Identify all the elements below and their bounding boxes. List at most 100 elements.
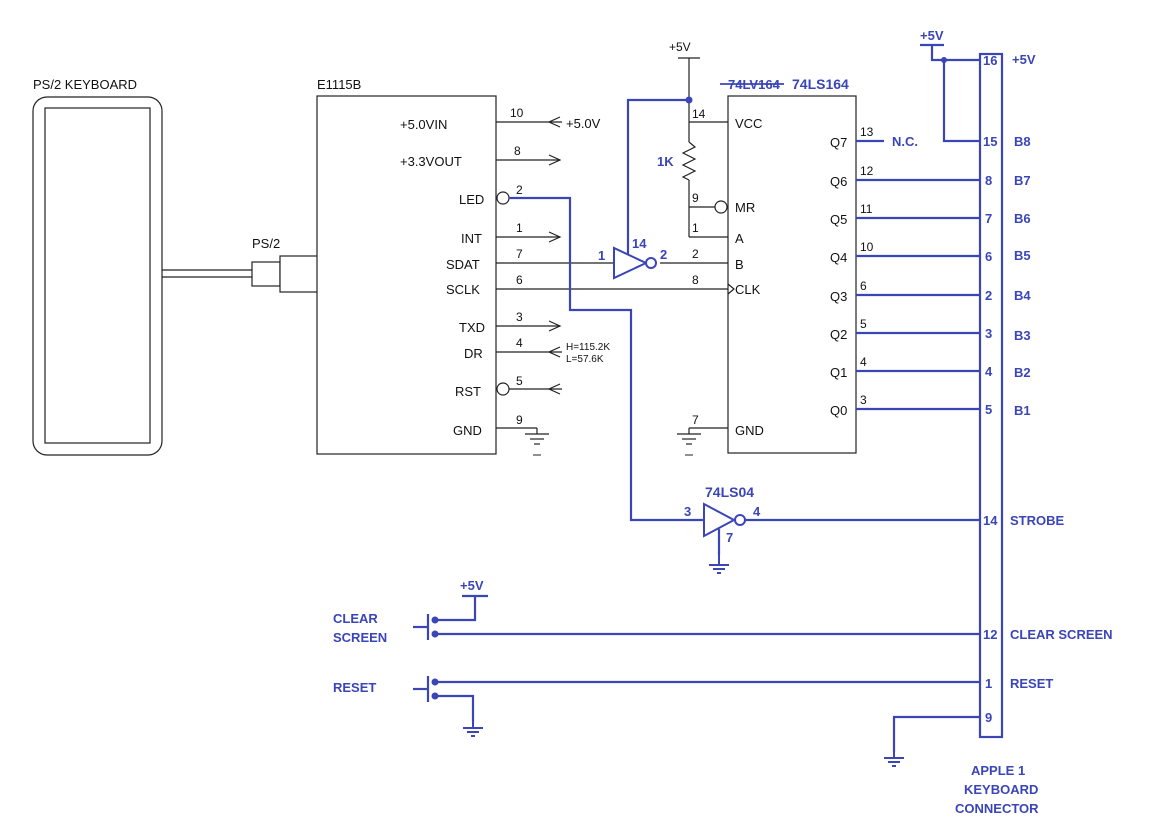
sr-pin-label: GND xyxy=(735,423,764,438)
inv2-gnd-pin: 7 xyxy=(726,530,733,545)
reset-label: RESET xyxy=(333,680,376,695)
data-lines xyxy=(856,178,980,411)
resistor-label: 1K xyxy=(657,154,674,169)
connector-pin-label: STROBE xyxy=(1010,513,1065,528)
supply-network: +5V 14 9 1 1K xyxy=(657,40,728,238)
sr-gnd-pin-num: 7 xyxy=(692,413,699,427)
sr-vcc-pin-num: 14 xyxy=(692,107,706,121)
e1115b-pin-num: 8 xyxy=(514,144,521,158)
nc-label: N.C. xyxy=(892,134,918,149)
e1115b-pin-num: 10 xyxy=(510,106,524,120)
inv1-in-pin: 1 xyxy=(598,248,605,263)
connector-pin-num: 5 xyxy=(985,402,992,417)
sr-output-num: 6 xyxy=(860,279,867,293)
clear-label-line2: SCREEN xyxy=(333,630,387,645)
e1115b-pin-label: RST xyxy=(455,384,481,399)
connector-pin-num: 8 xyxy=(985,173,992,188)
sr-pin-label: VCC xyxy=(735,116,762,131)
connector-pin-label: RESET xyxy=(1010,676,1053,691)
e1115b-pin-num: 5 xyxy=(516,374,523,388)
inv2-out-pin: 4 xyxy=(753,504,761,519)
sr-output-label: Q3 xyxy=(830,289,847,304)
ps2-keyboard: PS/2 KEYBOARD PS/2 xyxy=(32,77,357,456)
sr-output-num: 10 xyxy=(860,240,874,254)
e1115b-pin-label: GND xyxy=(453,423,482,438)
supply-5v-label: +5V xyxy=(669,40,691,54)
connector-pin-label: B8 xyxy=(1014,134,1031,149)
e1115b-pin-label: SDAT xyxy=(446,257,480,272)
inv2-name: 74LS04 xyxy=(705,484,754,500)
sr-output-num: 4 xyxy=(860,355,867,369)
strobe-path: 74LS04 3 4 7 xyxy=(509,196,980,574)
shift-register-chip: 74LV164 74LS164 VCC MR A B CLK GND 2 8 7… xyxy=(660,76,918,456)
connector-pin-label: B7 xyxy=(1014,173,1031,188)
connector-pin-num: 7 xyxy=(985,211,992,226)
sr-name: 74LS164 xyxy=(792,76,849,92)
sr-output-num: 3 xyxy=(860,393,867,407)
dr-note-low: L=57.6K xyxy=(566,354,604,365)
connector-pin-num: 16 xyxy=(983,53,997,68)
ps2-connector-label: PS/2 xyxy=(252,236,280,251)
e1115b-chip: E1115B +5.0VIN +3.3VOUT LED INT SDAT SCL… xyxy=(316,77,728,456)
e1115b-pin-num: 6 xyxy=(516,273,523,287)
sr-pin-label: MR xyxy=(735,200,755,215)
inv2-in-pin: 3 xyxy=(684,504,691,519)
sr-output-num: 5 xyxy=(860,317,867,331)
e1115b-name: E1115B xyxy=(317,77,361,92)
e1115b-pin-label: +3.3VOUT xyxy=(400,154,462,169)
connector-pin-label: B2 xyxy=(1014,365,1031,380)
e1115b-pin-label: SCLK xyxy=(446,282,480,297)
sr-output-label: Q4 xyxy=(830,250,847,265)
keyboard-title: PS/2 KEYBOARD xyxy=(33,77,137,92)
connector-pin-num: 15 xyxy=(983,134,997,149)
sr-b-pin-num: 2 xyxy=(692,247,699,261)
inv1-vcc-pin: 14 xyxy=(632,236,647,251)
connector-supply-label: +5V xyxy=(920,28,944,43)
connector-pin-num: 4 xyxy=(985,364,993,379)
e1115b-pin-label: DR xyxy=(464,346,483,361)
e1115b-pin-num: 4 xyxy=(516,336,523,350)
sr-pin-label: B xyxy=(735,257,744,272)
e1115b-pin-num: 9 xyxy=(516,413,523,427)
sr-output-label: Q1 xyxy=(830,365,847,380)
e1115b-pin-label: +5.0VIN xyxy=(400,117,447,132)
clear-supply-label: +5V xyxy=(460,578,484,593)
inverter-sdat: 1 2 14 xyxy=(598,96,693,280)
sr-pin-label: CLK xyxy=(735,282,761,297)
connector-pin-num: 14 xyxy=(983,513,998,528)
connector-pin-label: B1 xyxy=(1014,403,1031,418)
sr-clk-pin-num: 8 xyxy=(692,273,699,287)
connector-pin-label: CLEAR SCREEN xyxy=(1010,627,1113,642)
connector-title-line1: APPLE 1 xyxy=(971,763,1025,778)
connector-pin-num: 1 xyxy=(985,676,992,691)
sr-output-label: Q0 xyxy=(830,403,847,418)
sr-pin-label: A xyxy=(735,231,744,246)
connector-title-line3: CONNECTOR xyxy=(955,801,1039,816)
sr-output-num: 11 xyxy=(860,202,873,216)
connector-pin-num: 12 xyxy=(983,627,997,642)
connector-pin-label: B3 xyxy=(1014,328,1031,343)
connector-pin-label: B4 xyxy=(1014,288,1031,303)
e1115b-pin-label: INT xyxy=(461,231,482,246)
sr-output-label: Q6 xyxy=(830,174,847,189)
inv1-out-pin: 2 xyxy=(660,247,667,262)
e1115b-pin-num: 3 xyxy=(516,310,523,324)
connector-pin-label: B5 xyxy=(1014,248,1031,263)
connector-pin-label: +5V xyxy=(1012,52,1036,67)
sr-output-num: 13 xyxy=(860,125,874,139)
connector-title-line2: KEYBOARD xyxy=(964,782,1038,797)
connector-pin-label: B6 xyxy=(1014,211,1031,226)
connector-pin-num: 6 xyxy=(985,249,992,264)
sr-output-label: Q7 xyxy=(830,135,847,150)
e1115b-pin-num: 2 xyxy=(516,183,523,197)
apple1-connector: +5V 16 15 8 7 6 2 3 4 5 14 12 1 9 +5V B8… xyxy=(883,28,1113,816)
sr-a-pin-num: 1 xyxy=(692,221,699,235)
sr-output-num: 12 xyxy=(860,164,874,178)
supply-5v0-label: +5.0V xyxy=(566,116,601,131)
reset-switch: RESET xyxy=(333,676,980,737)
connector-pin-num: 3 xyxy=(985,326,992,341)
sr-mr-pin-num: 9 xyxy=(692,191,699,205)
sr-output-label: Q2 xyxy=(830,327,847,342)
connector-pin-num: 9 xyxy=(985,710,992,725)
e1115b-pin-label: LED xyxy=(459,192,484,207)
